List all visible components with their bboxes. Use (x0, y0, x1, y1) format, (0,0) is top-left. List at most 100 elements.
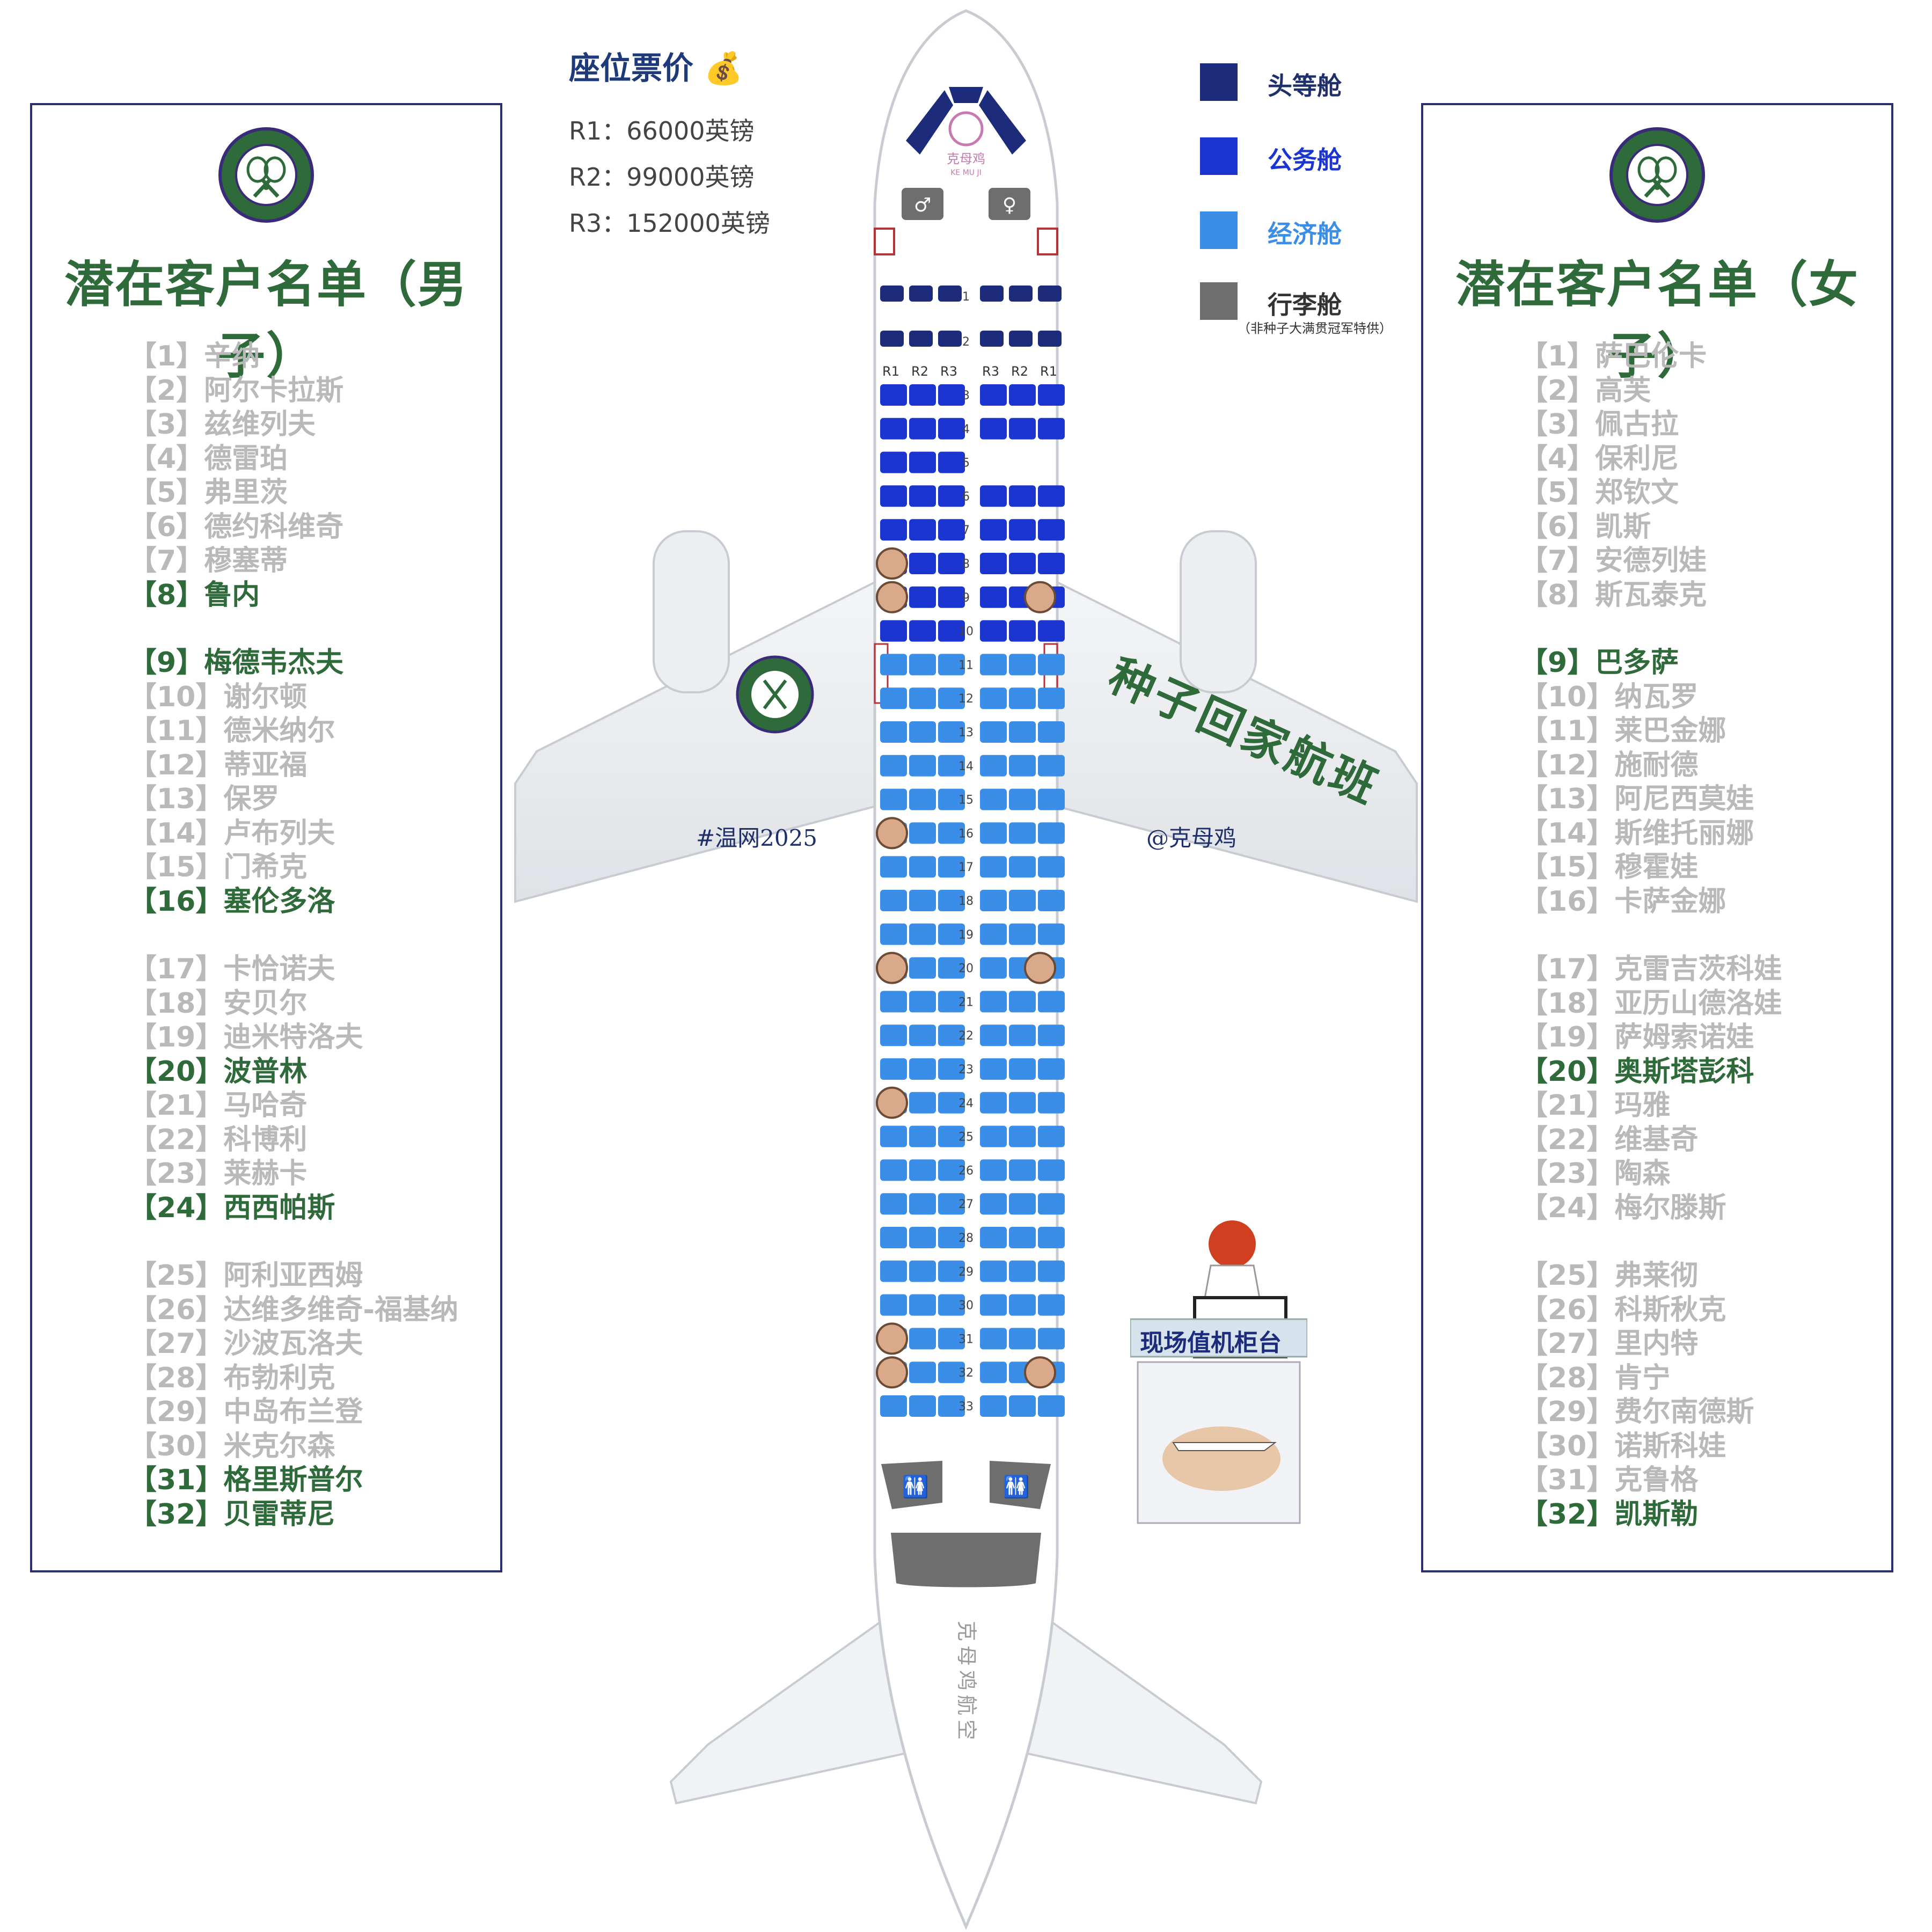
seat[interactable] (938, 890, 965, 911)
seat[interactable] (880, 1058, 907, 1080)
seat[interactable] (938, 654, 965, 676)
seat[interactable] (1009, 1328, 1036, 1350)
seat[interactable] (1038, 553, 1065, 574)
seat[interactable] (1038, 991, 1065, 1013)
seat[interactable] (909, 620, 936, 642)
seat[interactable] (909, 1092, 936, 1114)
seat[interactable] (909, 1260, 936, 1282)
seat[interactable] (1009, 1193, 1036, 1215)
seat[interactable] (1038, 1159, 1065, 1181)
seat[interactable] (909, 1362, 936, 1384)
seat[interactable] (909, 331, 933, 347)
seat[interactable] (938, 822, 965, 844)
seat[interactable] (980, 957, 1007, 979)
seat[interactable] (1009, 620, 1036, 642)
seat[interactable] (1038, 384, 1065, 406)
seat[interactable] (980, 1260, 1007, 1282)
seat[interactable] (1009, 1058, 1036, 1080)
seat[interactable] (938, 1395, 965, 1417)
seat[interactable] (880, 418, 907, 440)
seat[interactable] (1009, 923, 1036, 945)
seat[interactable] (909, 755, 936, 777)
seat[interactable] (938, 788, 965, 810)
seat[interactable] (980, 1159, 1007, 1181)
seat[interactable] (1038, 1092, 1065, 1114)
seat[interactable] (1038, 418, 1065, 440)
seat[interactable] (938, 451, 965, 473)
seat[interactable] (1038, 856, 1065, 878)
seat[interactable] (880, 654, 907, 676)
seat[interactable] (909, 1159, 936, 1181)
seat[interactable] (1009, 1125, 1036, 1147)
seat[interactable] (1009, 1395, 1036, 1417)
seat[interactable] (980, 1193, 1007, 1215)
seat[interactable] (980, 485, 1007, 507)
seat[interactable] (880, 331, 904, 347)
seat[interactable] (1009, 755, 1036, 777)
seat[interactable] (909, 1125, 936, 1147)
seat[interactable] (938, 1024, 965, 1046)
seat[interactable] (1038, 620, 1065, 642)
seat[interactable] (909, 856, 936, 878)
seat[interactable] (880, 1260, 907, 1282)
seat[interactable] (980, 890, 1007, 911)
seat[interactable] (880, 1024, 907, 1046)
seat[interactable] (938, 1294, 965, 1316)
seat[interactable] (938, 1328, 965, 1350)
seat[interactable] (909, 586, 936, 608)
seat[interactable] (1038, 822, 1065, 844)
seat[interactable] (909, 1227, 936, 1248)
seat[interactable] (980, 331, 1004, 347)
seat[interactable] (909, 654, 936, 676)
seat[interactable] (1009, 1092, 1036, 1114)
seat[interactable] (1038, 1227, 1065, 1248)
seat[interactable] (880, 788, 907, 810)
seat[interactable] (980, 1058, 1007, 1080)
seat[interactable] (1038, 519, 1065, 541)
seat[interactable] (938, 721, 965, 743)
seat[interactable] (1038, 721, 1065, 743)
seat[interactable] (938, 485, 965, 507)
seat[interactable] (1038, 1395, 1065, 1417)
seat[interactable] (880, 519, 907, 541)
seat[interactable] (1009, 485, 1036, 507)
seat[interactable] (980, 586, 1007, 608)
seat[interactable] (1009, 856, 1036, 878)
seat[interactable] (1009, 721, 1036, 743)
seat[interactable] (909, 418, 936, 440)
seat[interactable] (980, 991, 1007, 1013)
seat[interactable] (1038, 331, 1062, 347)
seat[interactable] (980, 755, 1007, 777)
seat[interactable] (938, 586, 965, 608)
seat[interactable] (1009, 1294, 1036, 1316)
seat[interactable] (1009, 519, 1036, 541)
seat[interactable] (938, 331, 962, 347)
seat[interactable] (1038, 1328, 1065, 1350)
seat[interactable] (938, 384, 965, 406)
seat[interactable] (909, 991, 936, 1013)
seat[interactable] (1038, 890, 1065, 911)
seat[interactable] (980, 519, 1007, 541)
seat[interactable] (1038, 1125, 1065, 1147)
seat[interactable] (980, 620, 1007, 642)
seat[interactable] (1009, 286, 1033, 302)
seat[interactable] (1038, 654, 1065, 676)
seat[interactable] (980, 1092, 1007, 1114)
seat[interactable] (1009, 331, 1033, 347)
seat[interactable] (1038, 286, 1062, 302)
seat[interactable] (980, 1395, 1007, 1417)
seat[interactable] (880, 384, 907, 406)
seat[interactable] (909, 822, 936, 844)
seat[interactable] (909, 890, 936, 911)
seat[interactable] (880, 890, 907, 911)
seat[interactable] (980, 721, 1007, 743)
seat[interactable] (880, 755, 907, 777)
seat[interactable] (880, 451, 907, 473)
seat[interactable] (980, 923, 1007, 945)
seat[interactable] (1038, 1260, 1065, 1282)
seat[interactable] (880, 1294, 907, 1316)
seat[interactable] (980, 1227, 1007, 1248)
seat[interactable] (1009, 1024, 1036, 1046)
seat[interactable] (938, 1125, 965, 1147)
seat[interactable] (938, 687, 965, 709)
